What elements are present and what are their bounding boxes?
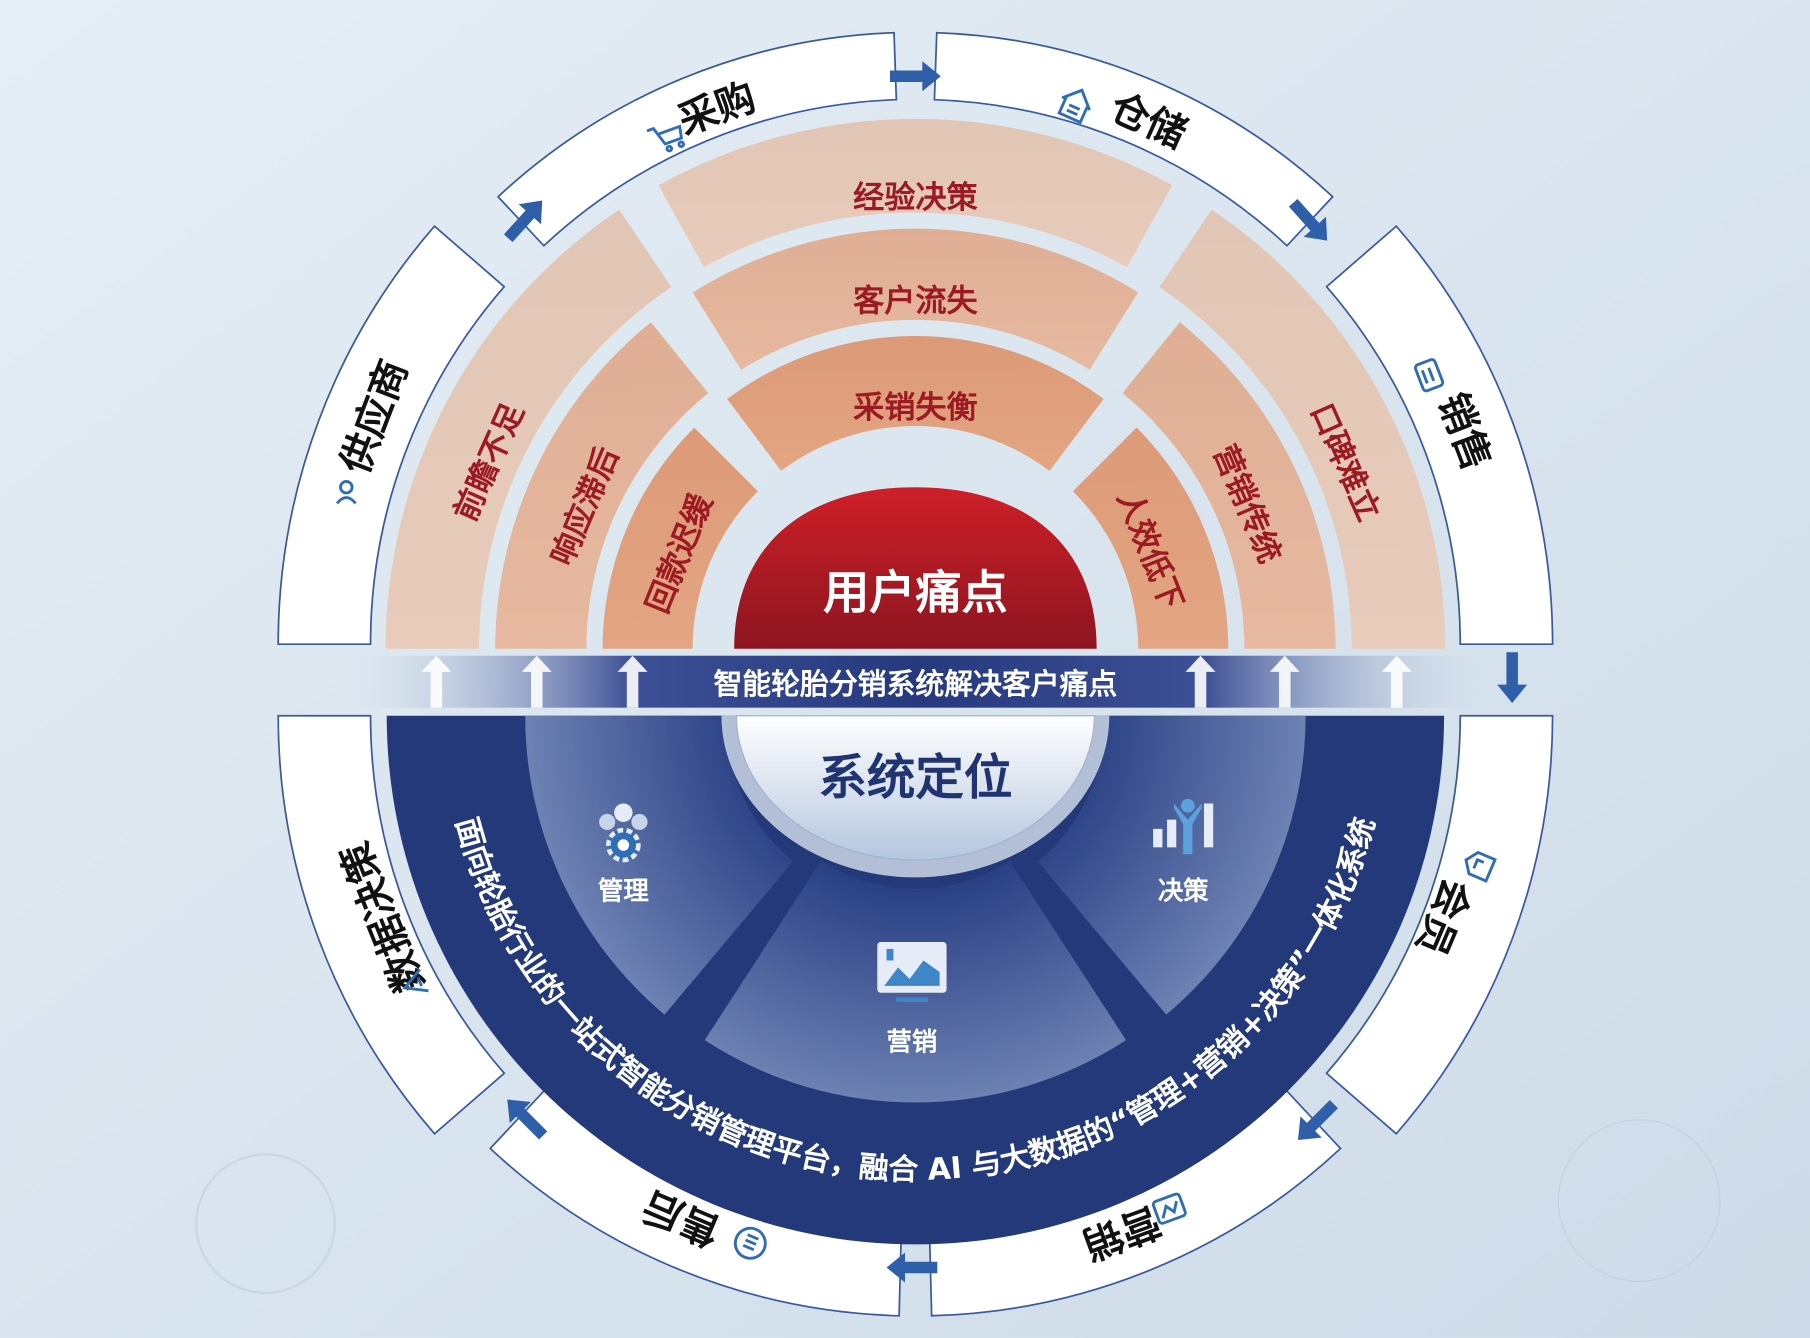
arrow-icon <box>886 1252 938 1283</box>
pain-label: 客户流失 <box>853 284 978 320</box>
band-label: 智能轮胎分销系统解决客户痛点 <box>713 667 1117 701</box>
arrow-icon <box>1297 1100 1338 1141</box>
module-label: 营销 <box>887 1027 938 1057</box>
segment-member[interactable] <box>1325 714 1554 1135</box>
positioning-title: 系统定位 <box>818 750 1012 806</box>
up-arrow-icon <box>521 655 552 708</box>
marketing-chart-icon <box>1151 1192 1187 1225</box>
flow-arrows <box>503 61 1528 1283</box>
pain-cell-top-middle <box>692 228 1139 370</box>
supplier-icon <box>335 479 357 505</box>
pain-cell-right-middle <box>1122 322 1336 649</box>
pain-point-rings <box>385 118 1446 649</box>
segment-sales[interactable] <box>1325 224 1554 646</box>
up-arrow-icon <box>1185 655 1216 708</box>
pain-cell-right-inner <box>1072 427 1229 649</box>
core-pain-area <box>734 487 1097 649</box>
outer-icons <box>335 88 1497 1260</box>
arrow-icon <box>889 61 941 92</box>
positioning-panel <box>735 715 1095 861</box>
cart-icon <box>646 124 685 153</box>
pain-cell-top-inner <box>727 336 1104 471</box>
up-arrow-icon <box>1269 655 1300 708</box>
pain-cell-top-outer <box>658 118 1173 268</box>
up-arrow-icon <box>421 655 452 708</box>
module-management[interactable] <box>525 715 793 1015</box>
arrow-icon <box>1288 198 1328 241</box>
management-icon <box>599 803 648 863</box>
positioning-section: 系统定位 管理 营销 决策 面向轮胎行业的一站式智能分销管理平台，融合 AI 与… <box>386 715 1445 1245</box>
data-decision-icon <box>402 968 429 993</box>
segment-data-decision[interactable] <box>277 714 506 1135</box>
arrow-icon <box>507 1099 548 1140</box>
sales-icon <box>1413 358 1445 393</box>
pain-cell-left-inner <box>602 427 758 649</box>
marketing-monitor-icon <box>877 942 947 1003</box>
pain-cell-left-outer <box>385 209 672 649</box>
core-label: 用户痛点 <box>823 565 1008 619</box>
outer-ring <box>277 31 1554 1317</box>
band-arrows <box>421 655 1412 708</box>
segment-purchase[interactable] <box>496 31 898 247</box>
pain-cell-left-middle <box>495 322 709 649</box>
pain-cell-right-outer <box>1159 209 1446 649</box>
up-arrow-icon <box>1381 655 1412 708</box>
arrow-icon <box>503 200 543 243</box>
pain-label: 经验决策 <box>853 180 978 216</box>
background-decoration <box>195 1119 1721 1295</box>
arrow-icon <box>1497 652 1528 704</box>
module-label: 决策 <box>1158 875 1209 905</box>
up-arrow-icon <box>617 655 648 708</box>
warehouse-icon <box>1057 88 1091 125</box>
after-sales-icon <box>733 1226 767 1260</box>
segment-supplier[interactable] <box>277 224 506 646</box>
member-icon <box>1464 850 1497 883</box>
module-label: 管理 <box>598 875 649 905</box>
decision-person-icon <box>1153 798 1214 855</box>
pain-label: 采销失衡 <box>853 390 978 426</box>
module-decision[interactable] <box>1037 715 1306 1015</box>
